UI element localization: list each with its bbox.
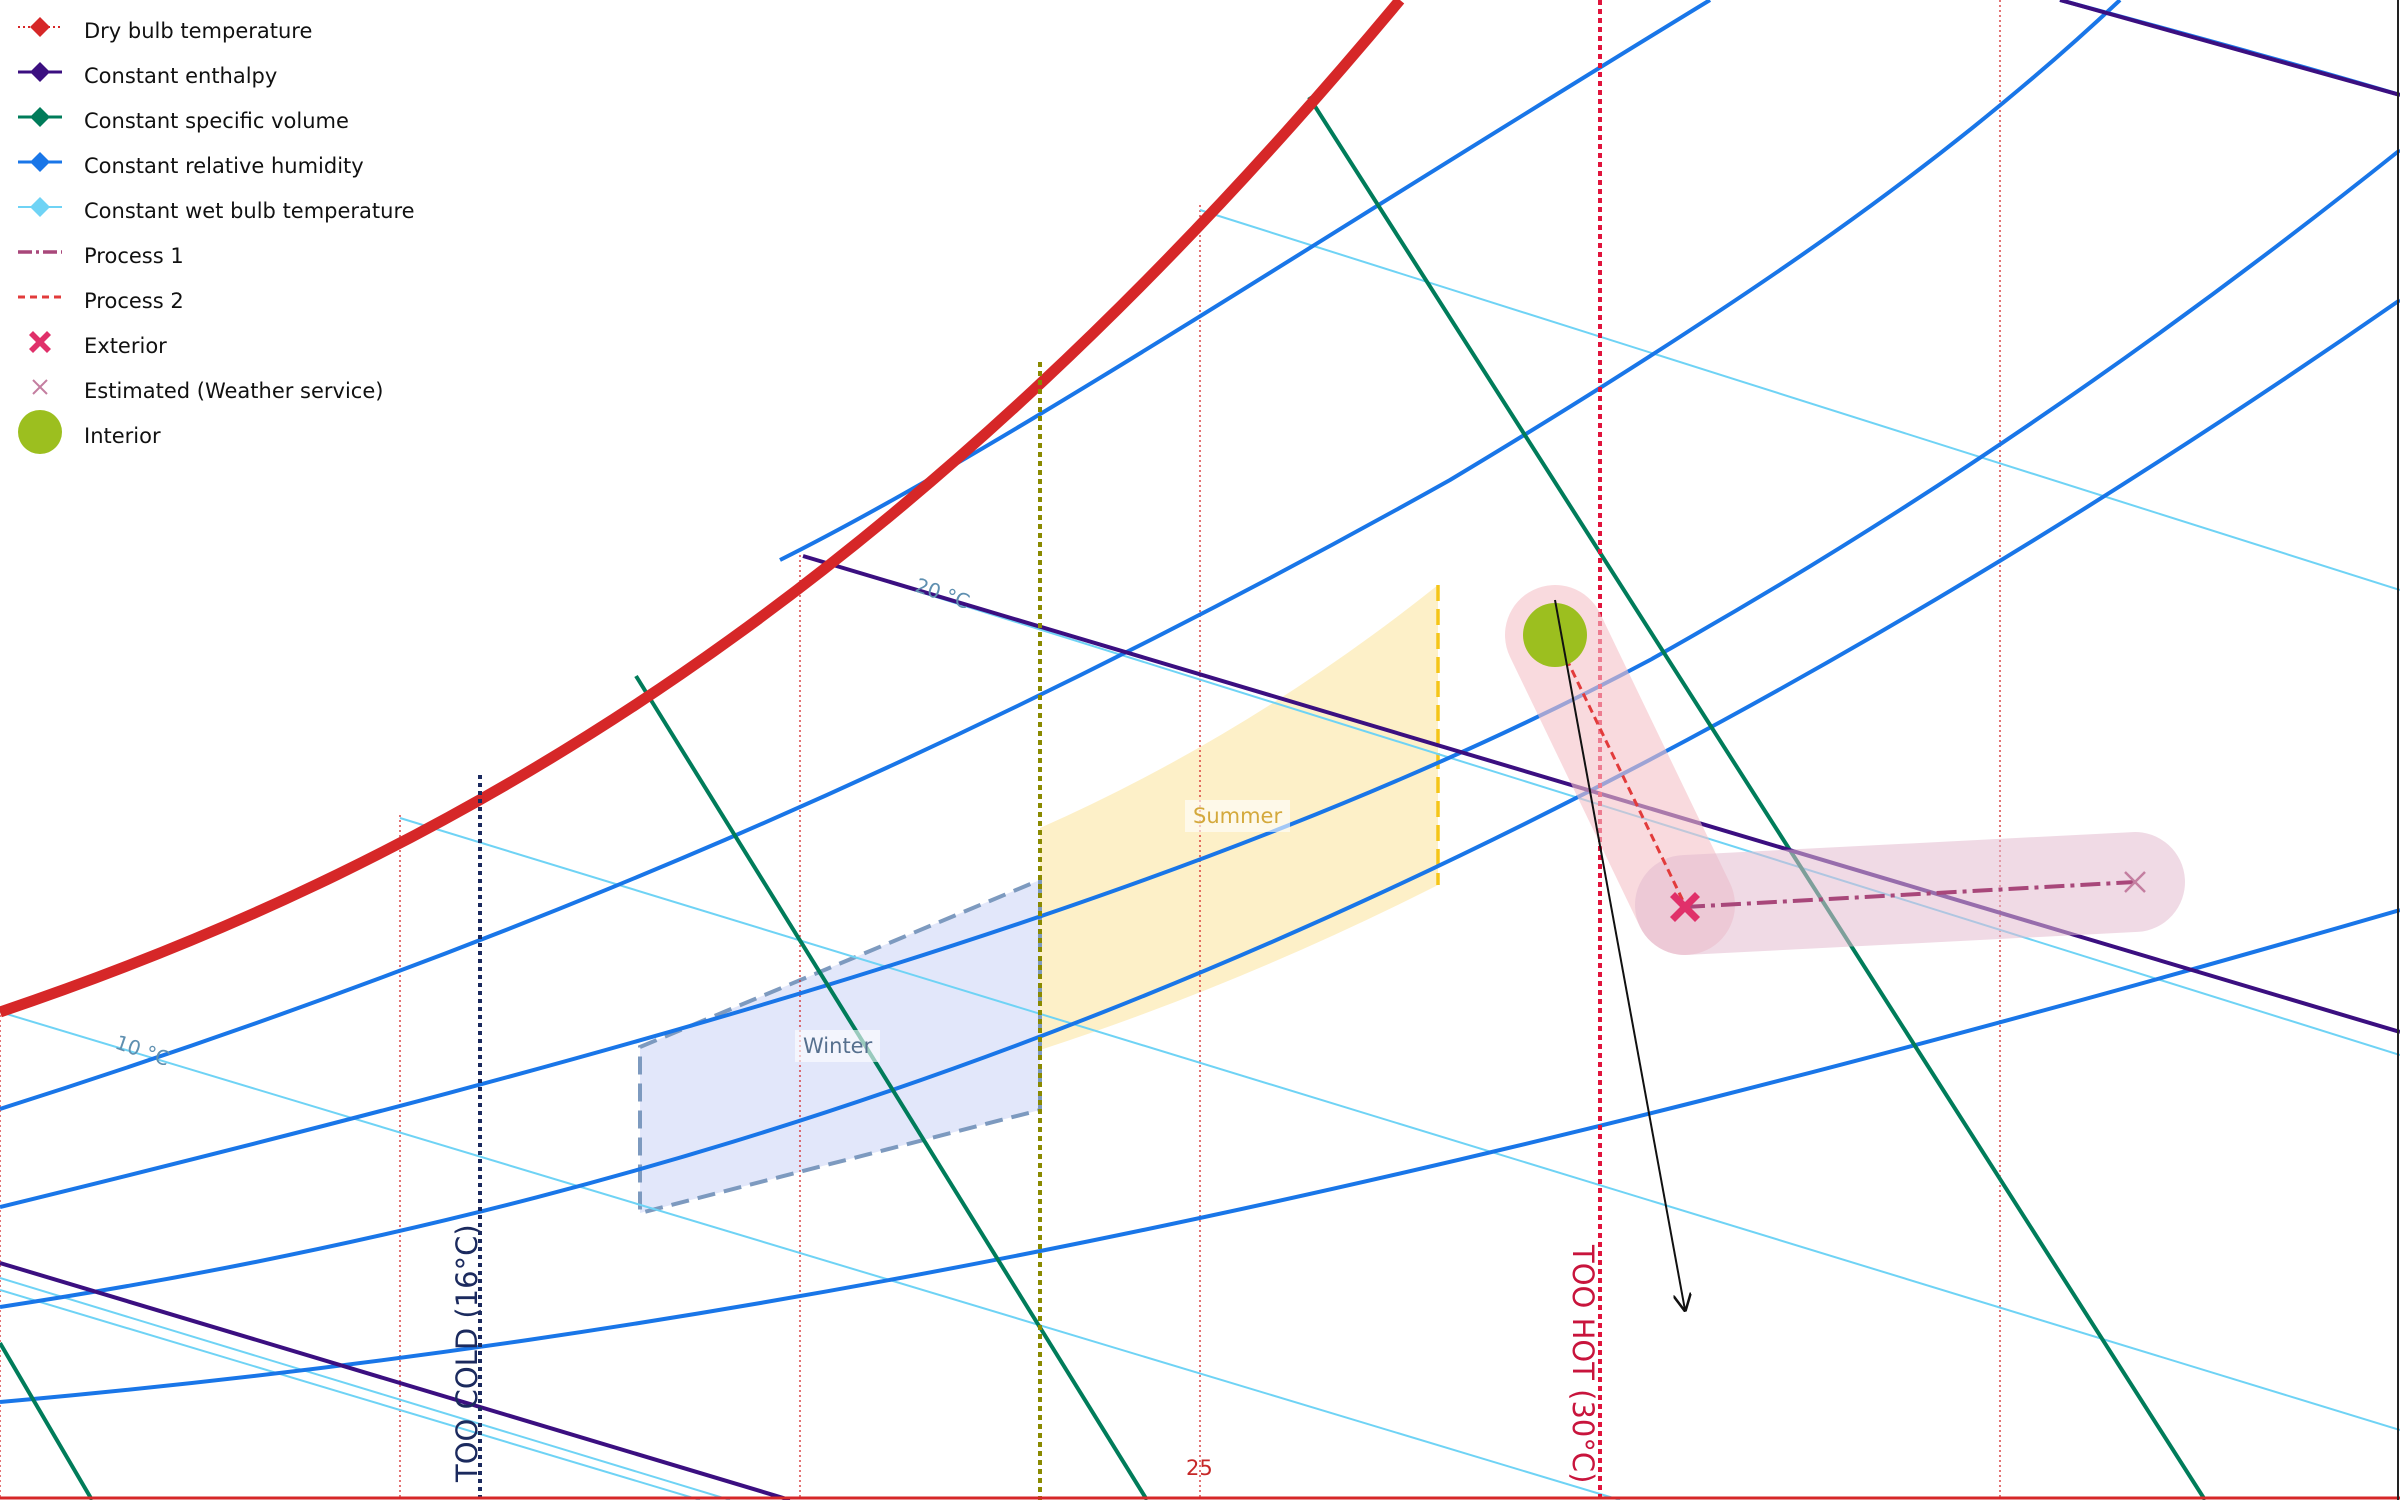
winter-zone-label: Winter bbox=[795, 1030, 881, 1062]
too-cold-label: TOO COLD (16°C) bbox=[450, 1224, 484, 1482]
swatch-interior bbox=[18, 410, 62, 454]
swatch-exterior bbox=[29, 331, 51, 353]
rh-curve bbox=[0, 0, 2122, 1111]
enthalpy-line bbox=[2059, 0, 2400, 97]
swatch-specific-volume bbox=[18, 107, 62, 127]
rh-curve bbox=[779, 0, 1712, 562]
legend-item: Process 2 bbox=[8, 278, 428, 323]
wet-bulb-line bbox=[0, 1289, 701, 1500]
volume-line bbox=[1307, 95, 2207, 1500]
rh-curve bbox=[0, 148, 2400, 1209]
legend-label: Exterior bbox=[84, 333, 167, 358]
legend-item: Dry bulb temperature bbox=[8, 8, 428, 53]
wet-bulb-line bbox=[399, 817, 2400, 1431]
wet-bulb-line bbox=[0, 1277, 731, 1500]
wet-bulb-line bbox=[1199, 209, 2400, 591]
legend-label: Constant relative humidity bbox=[84, 153, 364, 178]
process-1-line bbox=[1684, 880, 2136, 909]
too-hot-label: TOO HOT (30°C) bbox=[1566, 1245, 1600, 1484]
annotation-arrow bbox=[1554, 599, 1685, 1310]
specific-volume-lines bbox=[0, 95, 2207, 1500]
legend-item: Constant wet bulb temperature bbox=[8, 188, 428, 233]
process-2-line bbox=[1553, 634, 1687, 906]
swatch-dry-bulb bbox=[18, 17, 62, 37]
legend-item: Constant enthalpy bbox=[8, 53, 428, 98]
legend-item: Interior bbox=[8, 413, 428, 458]
legend-label: Constant enthalpy bbox=[84, 63, 278, 88]
legend-item: Estimated (Weather service) bbox=[8, 368, 428, 413]
legend-label: Constant specific volume bbox=[84, 108, 349, 133]
rh-curve bbox=[0, 298, 2400, 1309]
wet-bulb-line bbox=[0, 1011, 1621, 1500]
dry-bulb-lines bbox=[0, 0, 2001, 1500]
saturation-curve bbox=[0, 0, 1405, 1018]
legend-item: Process 1 bbox=[8, 233, 428, 278]
x-tick-label: 25 bbox=[1186, 1456, 1213, 1480]
volume-line bbox=[634, 674, 1149, 1500]
legend-label: Estimated (Weather service) bbox=[84, 378, 384, 403]
legend-label: Process 1 bbox=[84, 243, 184, 268]
swatch-estimated bbox=[32, 379, 48, 395]
legend-label: Constant wet bulb temperature bbox=[84, 198, 415, 223]
rh-curve bbox=[0, 908, 2400, 1404]
swatch-enthalpy bbox=[18, 62, 62, 82]
enthalpy-line bbox=[0, 1261, 791, 1500]
relative-humidity-curves bbox=[0, 0, 2400, 1404]
legend-item: Exterior bbox=[8, 323, 428, 368]
summer-zone-label: Summer bbox=[1185, 800, 1291, 832]
legend-item: Constant specific volume bbox=[8, 98, 428, 143]
legend-label: Interior bbox=[84, 423, 161, 448]
legend-label: Dry bulb temperature bbox=[84, 18, 313, 43]
swatch-relative-humidity bbox=[18, 152, 62, 172]
exterior-point bbox=[1670, 892, 1700, 922]
volume-line bbox=[0, 1341, 94, 1500]
swatch-wet-bulb bbox=[18, 197, 62, 217]
legend-swatches bbox=[18, 17, 62, 454]
interior-point bbox=[1523, 603, 1587, 667]
chart-legend: Dry bulb temperature Constant enthalpy C… bbox=[8, 8, 428, 458]
legend-label: Process 2 bbox=[84, 288, 184, 313]
estimated-point bbox=[2124, 871, 2146, 893]
legend-item: Constant relative humidity bbox=[8, 143, 428, 188]
